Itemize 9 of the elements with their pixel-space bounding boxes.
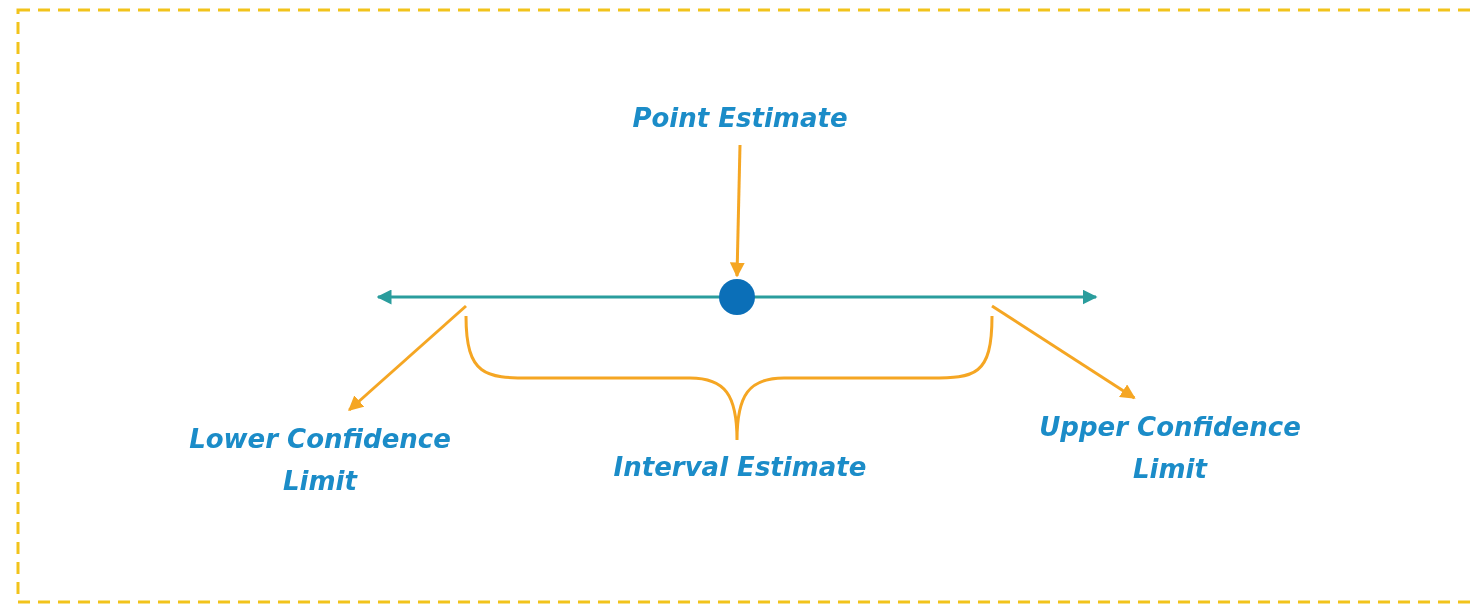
callout-text: Lower Confidence Limit [180, 418, 460, 502]
arrow [729, 144, 745, 278]
number-line [376, 289, 1098, 305]
arrow [348, 304, 467, 412]
point-dot [719, 279, 755, 315]
arrow [991, 304, 1136, 400]
callout-text: Point Estimate [580, 97, 900, 139]
brace-label: Interval Estimate [612, 451, 868, 484]
callout-text: Upper Confidence Limit [1030, 406, 1310, 490]
